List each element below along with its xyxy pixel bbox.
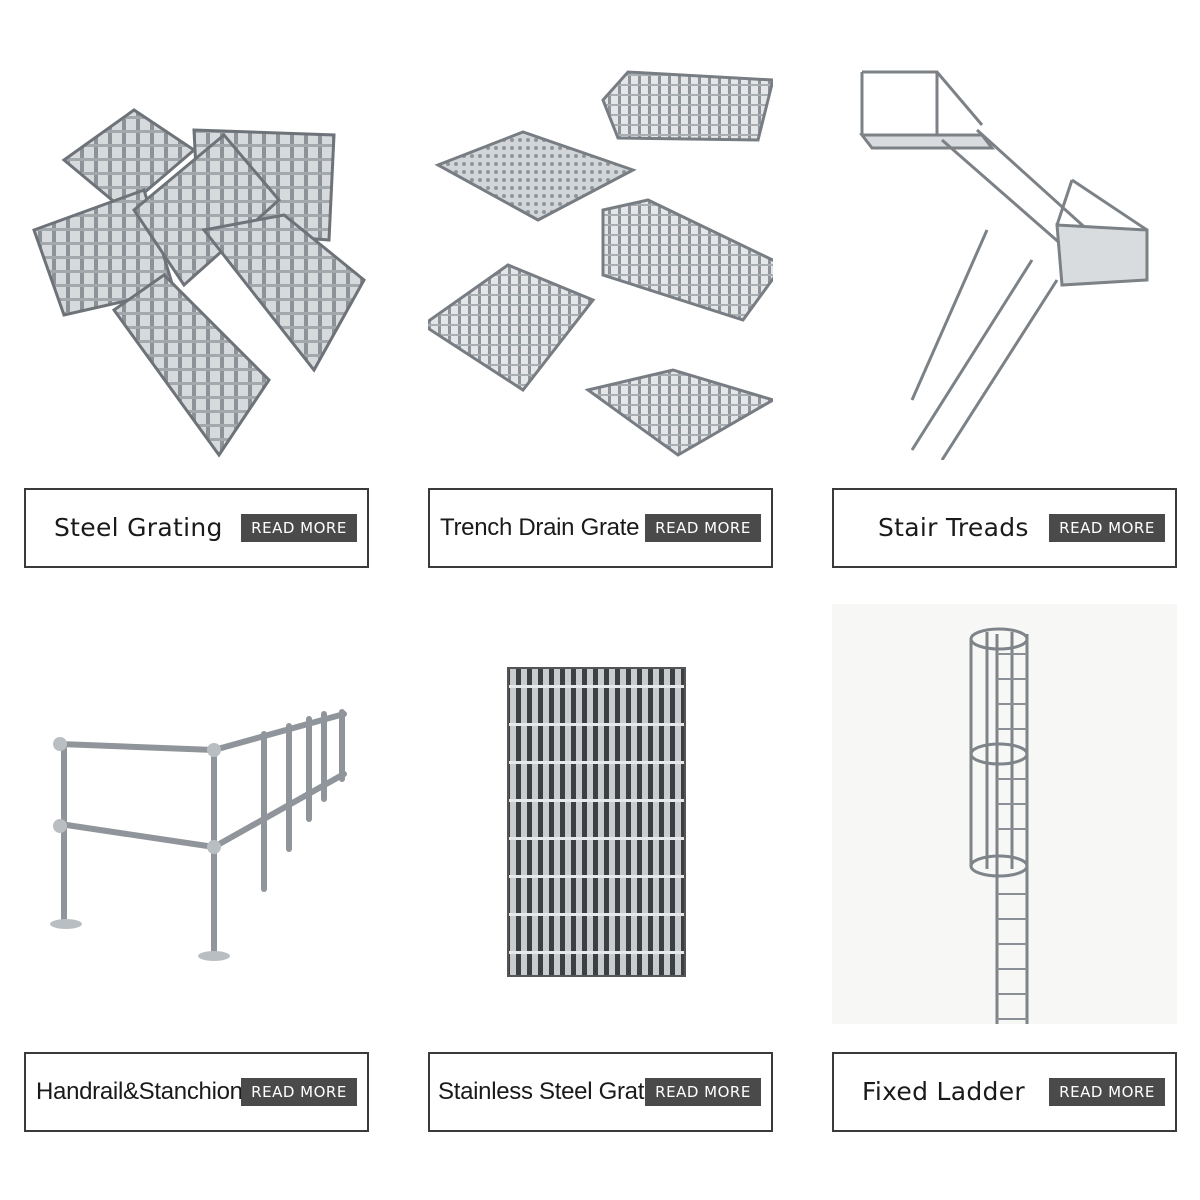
read-more-button[interactable]: READ MORE bbox=[241, 1078, 357, 1106]
product-name: Fixed Ladder bbox=[862, 1077, 1025, 1106]
product-label-box: Fixed Ladder READ MORE bbox=[832, 1052, 1177, 1132]
steel-grating-image[interactable] bbox=[24, 40, 369, 460]
read-more-button[interactable]: READ MORE bbox=[1049, 1078, 1165, 1106]
product-name: Handrail&Stanchion bbox=[36, 1078, 243, 1105]
handrail-stanchion-image[interactable] bbox=[24, 604, 369, 1024]
read-more-button[interactable]: READ MORE bbox=[241, 514, 357, 542]
product-label-box: Stainless Steel Grating READ MORE bbox=[428, 1052, 773, 1132]
trench-drain-grate-image[interactable] bbox=[428, 40, 773, 460]
stainless-steel-grating-image[interactable] bbox=[428, 604, 773, 1024]
read-more-button[interactable]: READ MORE bbox=[645, 514, 761, 542]
read-more-button[interactable]: READ MORE bbox=[645, 1078, 761, 1106]
stair-treads-image[interactable] bbox=[832, 40, 1177, 460]
product-label-box: Stair Treads READ MORE bbox=[832, 488, 1177, 568]
product-name: Stair Treads bbox=[878, 513, 1029, 542]
product-label-box: Handrail&Stanchion READ MORE bbox=[24, 1052, 369, 1132]
read-more-button[interactable]: READ MORE bbox=[1049, 514, 1165, 542]
product-name: Stainless Steel Grating bbox=[438, 1078, 676, 1105]
product-name: Trench Drain Grate bbox=[440, 514, 640, 541]
product-label-box: Trench Drain Grate READ MORE bbox=[428, 488, 773, 568]
product-label-box: Steel Grating READ MORE bbox=[24, 488, 369, 568]
product-name: Steel Grating bbox=[54, 513, 223, 542]
fixed-ladder-image[interactable] bbox=[832, 604, 1177, 1024]
